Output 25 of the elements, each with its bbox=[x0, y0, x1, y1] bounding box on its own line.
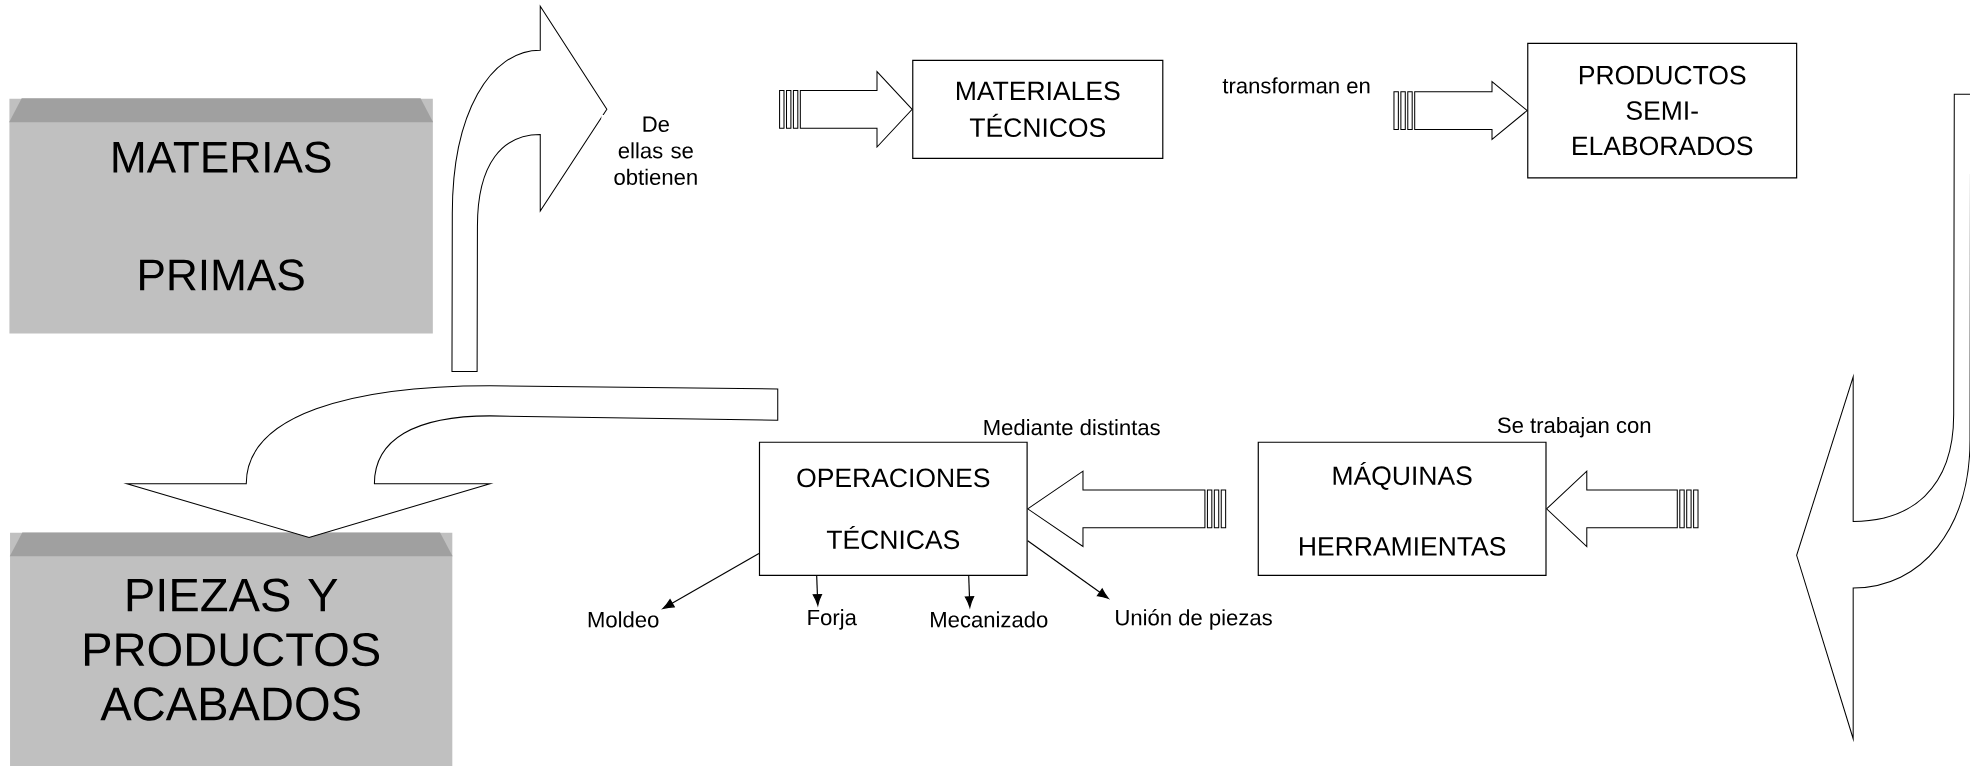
striped-arrow bbox=[1393, 80, 1528, 141]
process-box: PRODUCTOS SEMI-ELABORADOS bbox=[1527, 42, 1798, 179]
process-box: MATERIALES TÉCNICOS bbox=[912, 59, 1164, 159]
operation-label: Moldeo bbox=[588, 611, 659, 628]
striped-arrow bbox=[1026, 470, 1227, 548]
beveled-box: MATERIAS PRIMAS bbox=[9, 98, 434, 334]
striped-arrow bbox=[1545, 469, 1699, 548]
edge-label: Se trabajan con bbox=[1495, 415, 1654, 439]
process-box: MÁQUINAS HERRAMIENTAS bbox=[1257, 441, 1547, 576]
arrow bbox=[812, 575, 823, 606]
curved-arrow bbox=[1796, 93, 1970, 740]
beveled-box: PIEZAS Y PRODUCTOS ACABADOS bbox=[9, 532, 453, 766]
operation-label: Mecanizado bbox=[931, 611, 1048, 628]
process-box: OPERACIONES TÉCNICAS bbox=[758, 441, 1028, 576]
arrow bbox=[662, 552, 760, 609]
edge-label: transforman en bbox=[1220, 75, 1373, 95]
operation-label: Unión de piezas bbox=[1116, 608, 1272, 630]
edge-label: De ellas se obtienen bbox=[601, 114, 711, 187]
curved-arrow bbox=[126, 385, 779, 538]
arrow bbox=[1027, 540, 1109, 599]
striped-arrow bbox=[779, 70, 913, 149]
edge-label: Mediante distintas bbox=[981, 417, 1163, 437]
curved-arrow bbox=[451, 5, 608, 372]
arrow bbox=[964, 575, 975, 608]
operation-label: Forja bbox=[808, 608, 857, 630]
